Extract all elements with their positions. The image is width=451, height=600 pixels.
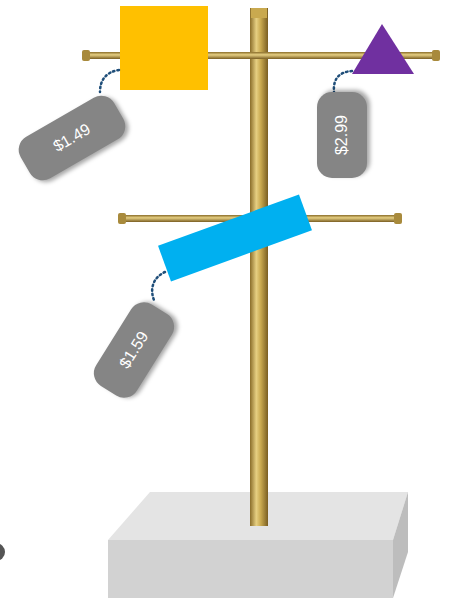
- price-tag: $2.99: [317, 92, 367, 178]
- price-tag: $1.49: [13, 90, 131, 186]
- yellow-square: [120, 6, 208, 90]
- price-label: $2.99: [332, 115, 351, 155]
- price-label: $1.59: [115, 328, 152, 372]
- leader-line: [100, 70, 119, 92]
- edge-circle: [0, 543, 5, 561]
- base-front: [108, 540, 393, 598]
- blue-rectangle: [158, 194, 312, 281]
- bar-knob: [394, 213, 402, 224]
- bar-knob: [82, 50, 90, 61]
- stand-pole: [250, 8, 268, 526]
- price-tag: $1.59: [88, 297, 180, 404]
- leader-line: [152, 272, 165, 300]
- leader-line: [334, 71, 352, 92]
- price-label: $1.49: [50, 120, 94, 157]
- pole-cap: [251, 8, 267, 18]
- purple-triangle: [352, 24, 414, 74]
- bar-knob: [118, 213, 126, 224]
- base-side: [393, 492, 408, 598]
- bar-knob: [432, 50, 440, 61]
- leader-lines: [100, 70, 352, 300]
